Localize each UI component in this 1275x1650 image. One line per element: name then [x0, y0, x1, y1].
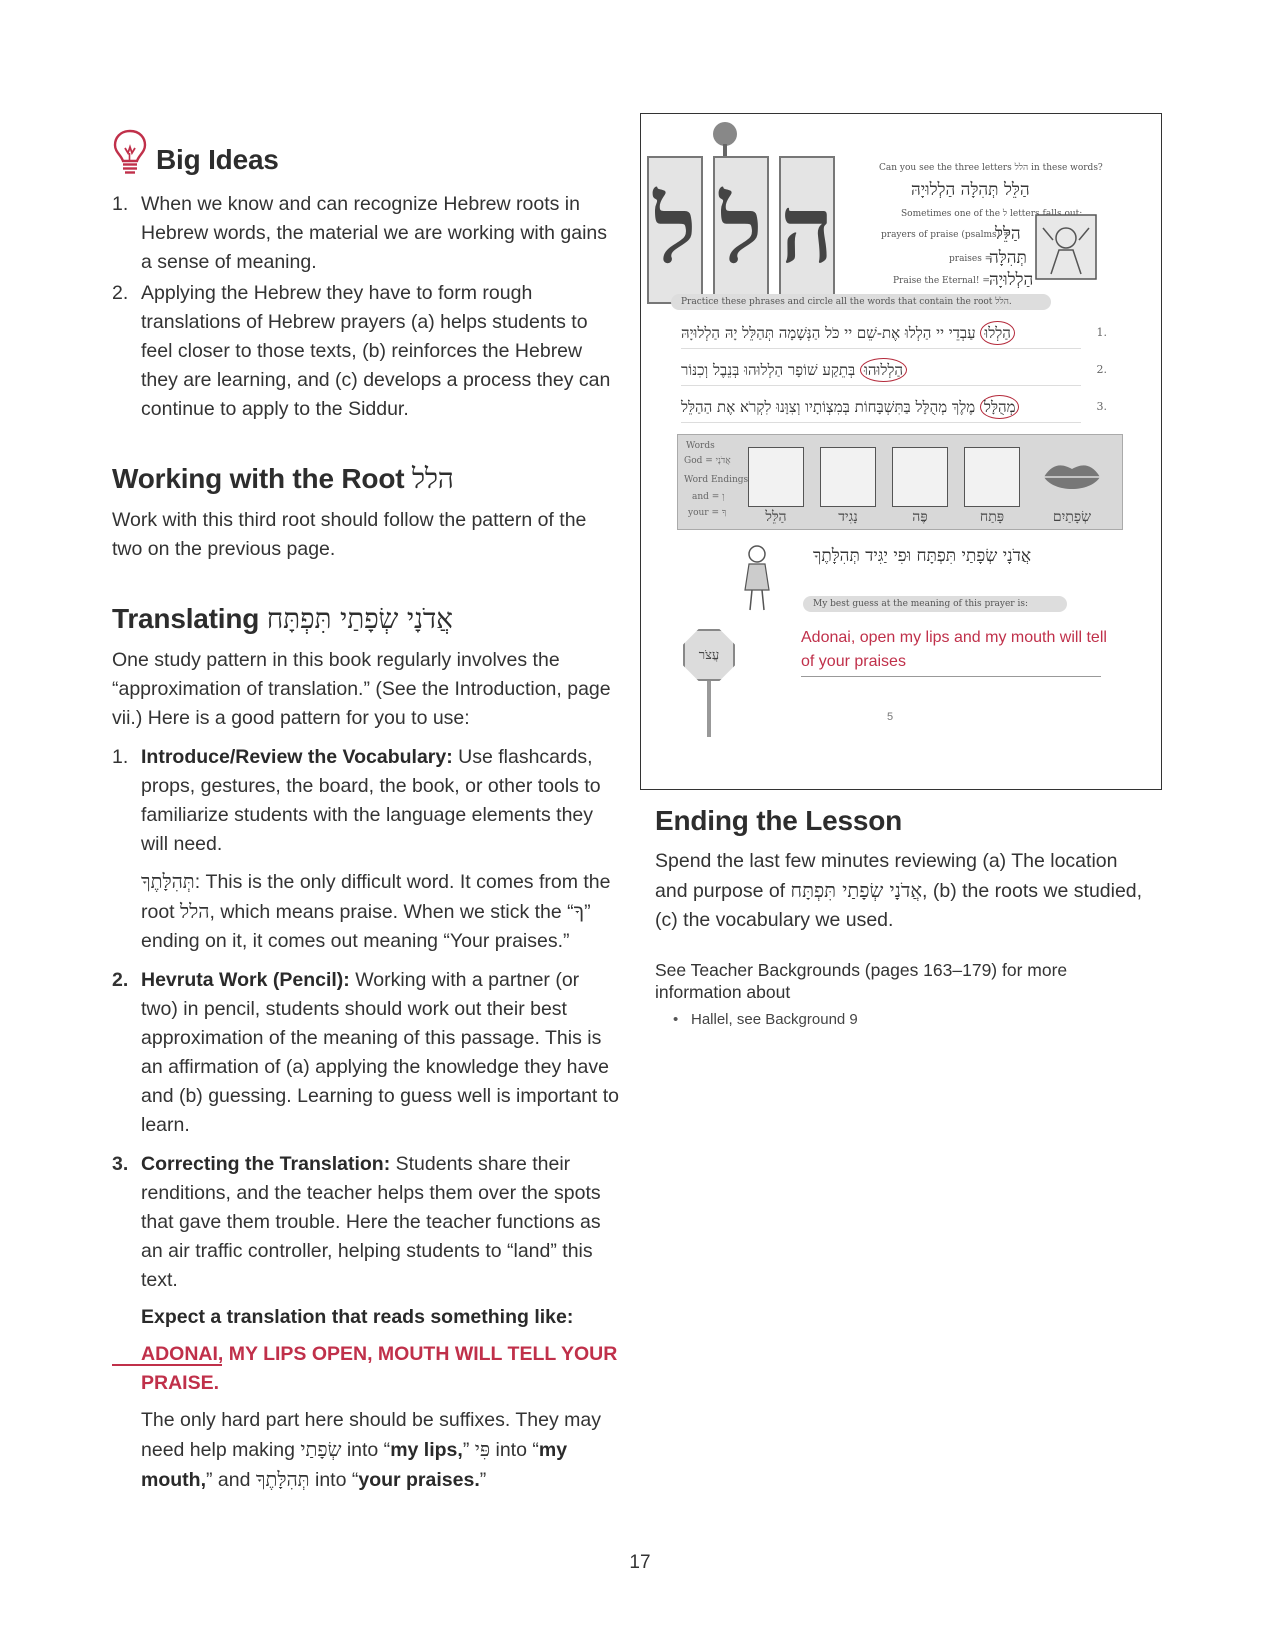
- root-letter-card: ל: [713, 156, 769, 304]
- answer-underline: [112, 1364, 222, 1366]
- expect-label: Expect a translation that reads somethin…: [141, 1306, 574, 1328]
- step-item: 1. Introduce/Review the Vocabulary: Use …: [112, 743, 620, 956]
- root-letter-card: ה: [779, 156, 835, 304]
- translating-section: Translating אֲדֹנָי שְׂפָתַי תִּפְתָּח O…: [112, 602, 620, 1495]
- figure-question: Can you see the three letters הלל in the…: [879, 163, 1103, 173]
- stop-sign-post: [707, 681, 711, 737]
- phrase-row-3: 3. מְהֻלָּל מֶלֶךְ מְהֻלָּל בַּתִּשְׁבָּ…: [681, 391, 1107, 423]
- list-item: Hallel, see Background 9: [673, 1009, 1155, 1031]
- praise-illustration-icon: [1035, 214, 1097, 280]
- big-ideas-list: 1.When we know and can recognize Hebrew …: [112, 190, 620, 424]
- stop-sign-icon: עֲצֹר: [683, 629, 735, 681]
- step-item: 3. Correcting the Translation: Students …: [112, 1150, 620, 1495]
- door-picture-icon: [964, 447, 1020, 507]
- vocabulary-panel: Words God = אֲדֹנָי Word Endings and = ו…: [677, 434, 1123, 530]
- telling-picture-icon: [820, 447, 876, 507]
- translating-intro: One study pattern in this book regularly…: [112, 649, 611, 729]
- translation-steps: 1. Introduce/Review the Vocabulary: Use …: [112, 743, 620, 1495]
- step-item: 2. Hevruta Work (Pencil): Working with a…: [112, 969, 620, 1136]
- ending-body: Spend the last few minutes reviewing (a)…: [655, 850, 1143, 931]
- root-section-body: Work with this third root should follow …: [112, 509, 587, 560]
- phrase-row-1: 1. הַלְלוּ עַבְדֵי יי הַלְלוּ אֶת-שֵׁם י…: [681, 317, 1107, 349]
- vocab-note: תְּהִלָּתֶךָ: This is the only difficult…: [141, 870, 611, 952]
- practice-banner: Practice these phrases and circle all th…: [671, 294, 1051, 310]
- handwritten-answer: Adonai, open my lips and my mouth will t…: [801, 629, 1107, 670]
- list-item: 1.When we know and can recognize Hebrew …: [112, 193, 608, 273]
- god-praise-picture-icon: [748, 447, 804, 507]
- lips-picture-icon: [1044, 465, 1100, 489]
- workbook-page-figure: ל ל ה Can you see the three letters הלל …: [640, 113, 1162, 790]
- mouth-picture-icon: [892, 447, 948, 507]
- right-column: Ending the Lesson Spend the last few min…: [655, 805, 1155, 1031]
- lightbulb-icon: [113, 129, 147, 174]
- figure-def-label: praises =: [949, 254, 993, 264]
- ending-title: Ending the Lesson: [655, 805, 903, 836]
- left-column: Big Ideas 1.When we know and can recogni…: [112, 128, 620, 1505]
- root-section: Working with the Root הלל Work with this…: [112, 462, 620, 564]
- figure-words: הַלֵּל תְּהִלָּה הַלְלוּיָהּ: [911, 180, 1030, 200]
- figure-def-label: Praise the Eternal! =: [893, 276, 990, 286]
- closing-note: The only hard part here should be suffix…: [141, 1409, 601, 1491]
- page-number: 17: [629, 1552, 651, 1573]
- expected-translation: ADONAI, MY LIPS OPEN, MOUTH WILL TELL YO…: [112, 1340, 620, 1398]
- root-letter-card: ל: [647, 156, 703, 304]
- big-ideas-title: Big Ideas: [156, 144, 279, 175]
- root-section-title: Working with the Root הלל: [112, 462, 454, 495]
- figure-def-heb: הַלְלוּיָהּ: [989, 270, 1034, 290]
- figure-def-heb: תְּהִלָּה: [989, 248, 1027, 268]
- big-ideas-header: Big Ideas: [112, 128, 620, 176]
- figure-page-number: 5: [887, 711, 894, 723]
- prayer-text: אֲדֹנָי שְׂפָתַי תִּפְתָּח וּפִי יַגִּיד…: [813, 546, 1032, 566]
- translating-section-title: Translating אֲדֹנָי שְׂפָתַי תִּפְתָּח: [112, 602, 453, 635]
- list-item: 2.Applying the Hebrew they have to form …: [112, 282, 611, 420]
- figure-note: Sometimes one of the ל letters falls out…: [901, 209, 1083, 219]
- cartoon-girl-icon: [744, 545, 770, 611]
- see-also-note: See Teacher Backgrounds (pages 163–179) …: [655, 960, 1068, 1002]
- phrase-row-2: 2. הַלְלוּהוּ בְּתֵקַע שׁוֹפָר הַלְלוּהו…: [681, 354, 1107, 386]
- figure-def-heb: הַלֵּל: [995, 224, 1021, 244]
- figure-def-label: prayers of praise (psalms) =: [881, 230, 1011, 240]
- background-list: Hallel, see Background 9: [655, 1009, 1155, 1031]
- answer-line: [801, 676, 1101, 677]
- guess-banner: My best guess at the meaning of this pra…: [803, 596, 1067, 612]
